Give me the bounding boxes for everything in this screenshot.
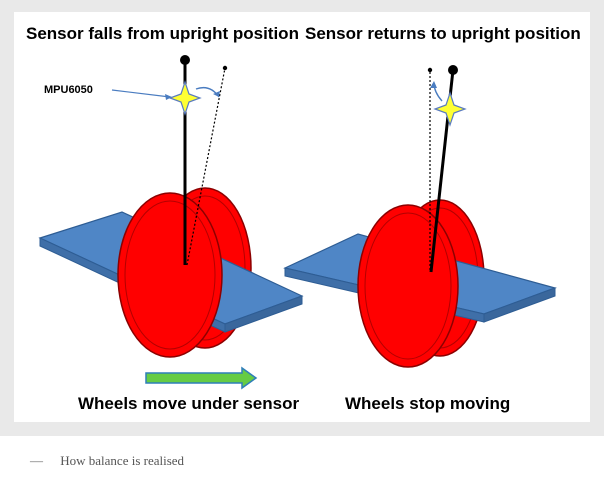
left-sensor-star-icon xyxy=(168,80,202,116)
left-panel-title: Sensor falls from upright position xyxy=(26,24,299,43)
right-pole-tip xyxy=(448,65,458,75)
right-upright-dot xyxy=(427,67,433,73)
diagram-card xyxy=(14,12,590,422)
left-panel-art xyxy=(38,55,304,390)
right-curve-arrowhead xyxy=(430,81,437,88)
right-panel-caption: Wheels stop moving xyxy=(345,394,511,413)
right-front-wheel-rim xyxy=(364,212,452,360)
right-sensor-star-icon xyxy=(433,91,467,127)
left-fall-path xyxy=(186,67,226,266)
caption-text: How balance is realised xyxy=(60,453,185,468)
right-arrow-icon xyxy=(145,366,258,390)
left-curve-arrow-icon xyxy=(195,86,220,98)
left-panel-caption: Wheels move under sensor xyxy=(78,394,300,413)
right-board-edge-right xyxy=(483,287,556,323)
right-front-wheel xyxy=(357,204,459,368)
left-board-edge-right xyxy=(224,295,303,333)
right-panel-title: Sensor returns to upright position xyxy=(305,24,581,43)
left-pole-tip xyxy=(180,55,190,65)
left-front-wheel xyxy=(117,192,223,358)
left-fall-dot xyxy=(222,65,228,71)
figure-caption: — How balance is realised xyxy=(30,453,184,469)
balance-diagram xyxy=(38,55,557,390)
mpu-leader-line xyxy=(111,89,171,98)
right-panel-art xyxy=(283,65,557,368)
mpu-leader-arrowhead xyxy=(165,94,172,100)
left-curve-arrowhead xyxy=(213,91,220,97)
left-front-wheel-rim xyxy=(124,200,216,350)
caption-dash: — xyxy=(30,453,43,468)
sensor-label: MPU6050 xyxy=(44,84,93,96)
